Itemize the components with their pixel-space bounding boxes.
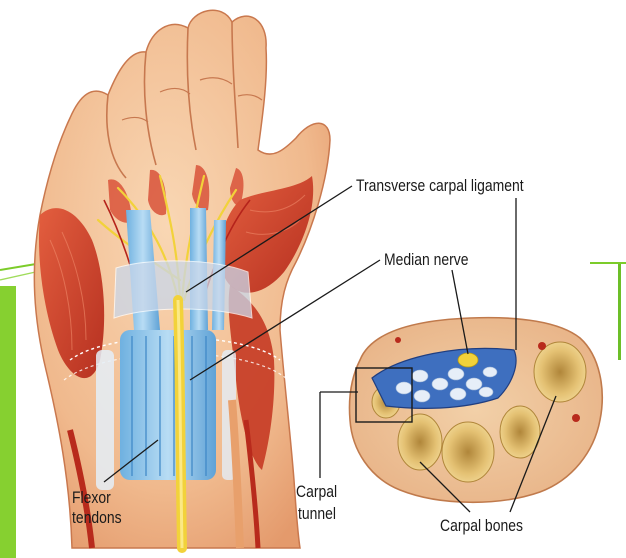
label-carpal-bones: Carpal bones: [440, 516, 523, 535]
hand-illustration: [34, 10, 330, 548]
label-carpal-tunnel-line1: Carpal: [296, 482, 337, 501]
label-median-nerve: Median nerve: [384, 250, 468, 269]
wrist-cross-section: [349, 318, 602, 503]
label-carpal-tunnel-line2: tunnel: [298, 504, 336, 523]
label-flexor-tendons-line2: tendons: [72, 508, 122, 527]
green-accent-right-bar: [618, 264, 621, 360]
label-flexor-tendons-line1: Flexor: [72, 488, 111, 507]
label-transverse-carpal-ligament: Transverse carpal ligament: [356, 176, 524, 195]
